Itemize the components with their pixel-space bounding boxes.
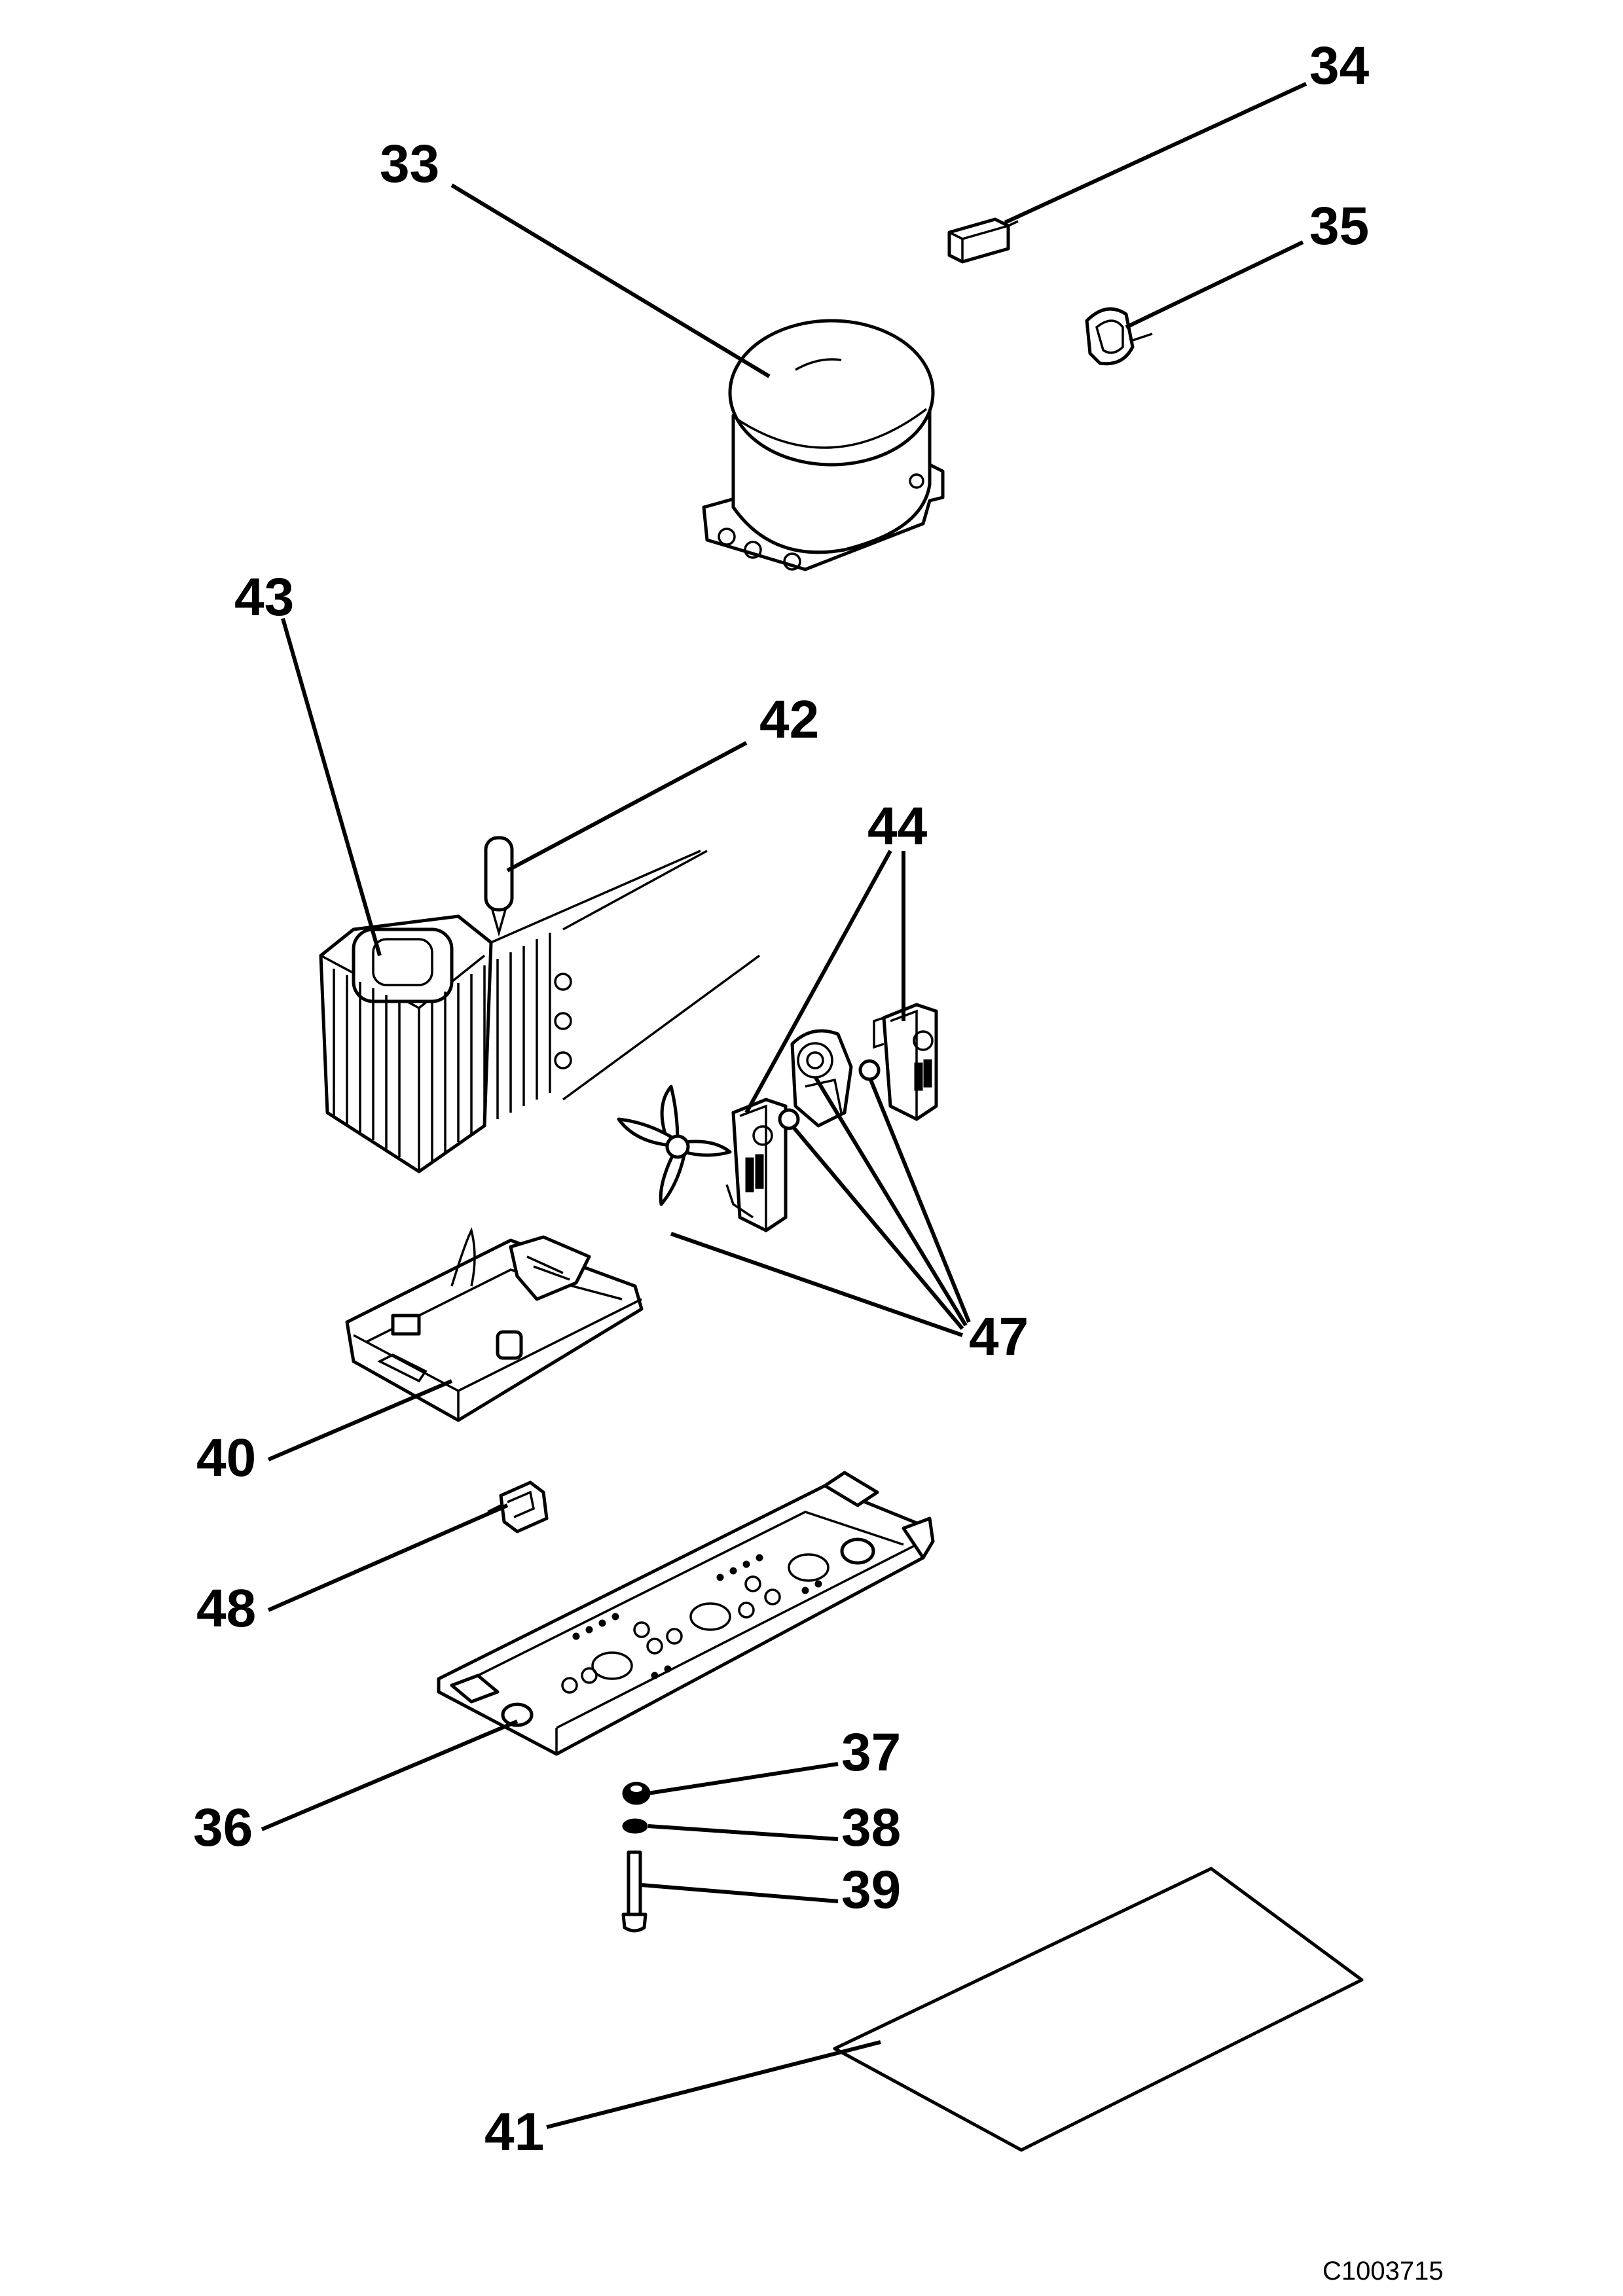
part-38-washer: [622, 1818, 648, 1834]
part-44-fan-bracket-right: [873, 1003, 938, 1121]
callout-44: 44: [744, 797, 928, 1114]
part-40-component-tray: [345, 1227, 644, 1422]
part-47-fan-motor: [790, 1029, 853, 1128]
part-36-base-plate: [437, 1471, 935, 1756]
part-35-overload-protector: [1085, 307, 1153, 366]
callout-36: 36: [193, 1719, 519, 1857]
callout-40-label: 40: [196, 1428, 256, 1488]
callout-40: 40: [196, 1379, 453, 1488]
part-44-fan-bracket-left: [725, 1098, 788, 1232]
callout-41: 41: [484, 2040, 881, 2162]
callout-44-label: 44: [867, 797, 928, 856]
callout-39: 39: [641, 1860, 901, 1920]
part-37-grommet: [622, 1782, 651, 1805]
callout-48: 48: [196, 1503, 509, 1638]
callout-41-label: 41: [484, 2102, 544, 2162]
part-34-relay: [947, 217, 1019, 264]
callout-37-label: 37: [841, 1723, 901, 1782]
callout-38: 38: [647, 1798, 901, 1857]
callout-33-label: 33: [380, 134, 439, 194]
callout-35: 35: [1125, 196, 1369, 329]
callout-38-label: 38: [841, 1798, 901, 1857]
part-39-bolt: [621, 1850, 647, 1933]
callout-43: 43: [234, 567, 382, 956]
part-47-fan-blade: [617, 1085, 732, 1206]
callout-47-label: 47: [969, 1307, 1029, 1367]
part-42-filter-drier: [484, 836, 514, 937]
part-43-condenser: [319, 850, 761, 1174]
callout-48-label: 48: [196, 1579, 256, 1638]
part-48-clip: [487, 1480, 549, 1534]
callout-33: 33: [380, 134, 771, 378]
callout-36-label: 36: [193, 1798, 253, 1857]
part-33-compressor: [702, 319, 945, 571]
part-41-sheet: [833, 1867, 1364, 2152]
callout-43-label: 43: [234, 567, 294, 627]
callout-35-label: 35: [1309, 196, 1369, 256]
callout-47: 47: [670, 1075, 1029, 1367]
callout-42-label: 42: [759, 690, 819, 749]
callout-34-label: 34: [1309, 36, 1370, 96]
document-id: C1003715: [1322, 2257, 1444, 2286]
callout-39-label: 39: [841, 1860, 901, 1920]
part-47-grommets: [778, 1059, 881, 1130]
callout-37: 37: [647, 1723, 901, 1795]
callout-34: 34: [1004, 36, 1370, 224]
callout-42: 42: [506, 690, 819, 872]
